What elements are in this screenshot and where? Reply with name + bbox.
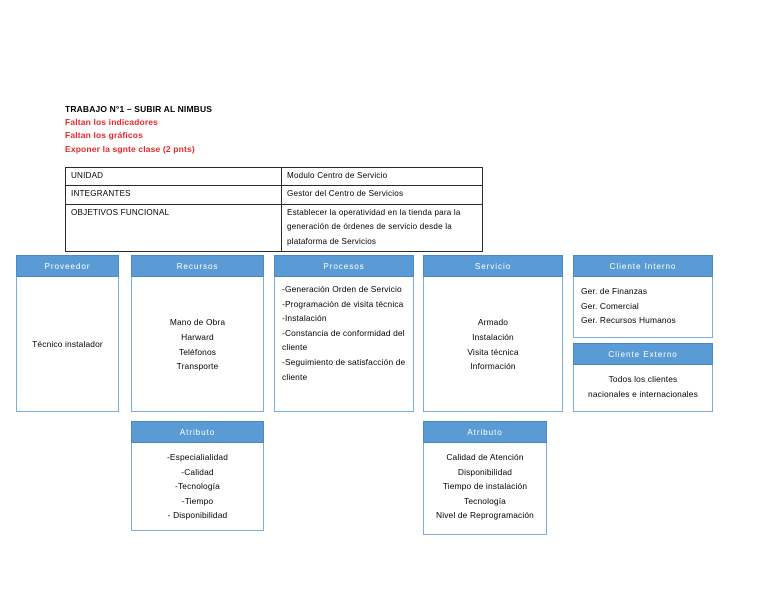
- flow-box-item: Ger. Recursos Humanos: [581, 315, 676, 326]
- flow-box-item: Teléfonos: [178, 346, 217, 357]
- flow-box-item: nacionales e internacionales: [588, 388, 698, 399]
- flow-box-header: Cliente Externo: [573, 343, 713, 365]
- table-cell-value: Gestor del Centro de Servicios: [281, 185, 483, 205]
- document-title: TRABAJO N°1 – SUBIR AL NIMBUS: [65, 104, 213, 114]
- flow-box-header: Procesos: [274, 255, 414, 277]
- flow-box-item: Nivel de Reprogramación: [436, 510, 534, 521]
- flow-box-proveedor: Proveedor Técnico instalador: [16, 255, 119, 412]
- flow-box-procesos: Procesos -Generación Orden de Servicio -P…: [274, 255, 414, 412]
- note-line-2: Faltan los gráficos: [65, 130, 143, 141]
- table-cell-label: OBJETIVOS FUNCIONAL: [65, 203, 282, 253]
- flow-box-body: -Especialialidad -Calidad -Tecnología -Tiem…: [131, 443, 264, 531]
- flow-box-item: Ger. de Finanzas: [581, 286, 648, 296]
- flow-box-header: Atributo: [131, 421, 264, 443]
- flow-box-header: Proveedor: [16, 255, 119, 277]
- table-row: OBJETIVOS FUNCIONAL Establecer la operat…: [65, 203, 483, 253]
- flow-box-item: - Disponibilidad: [167, 510, 228, 521]
- flow-box-item: Transporte: [176, 361, 219, 372]
- flow-box-item: -Constancia de conformidad del cliente: [282, 327, 405, 353]
- flow-box-header: Servicio: [423, 255, 563, 277]
- flow-box-item: Calidad de Atención: [446, 452, 524, 462]
- flow-box-item: -Calidad: [181, 466, 214, 477]
- flow-box-item: -Tiempo: [181, 495, 214, 506]
- flow-box-item: Tiempo de instalación: [442, 481, 528, 492]
- flow-box-header: Recursos: [131, 255, 264, 277]
- flow-box-item: -Programación de visita técnica: [282, 298, 404, 309]
- flow-box-body: Todos los clientes nacionales e internaci…: [573, 365, 713, 412]
- flow-box-item: Todos los clientes: [608, 374, 678, 384]
- flow-box-item: -Generación Orden de Servicio: [282, 284, 402, 294]
- flow-box-body: -Generación Orden de Servicio -Programaci…: [274, 277, 414, 412]
- flow-box-item: Mano de Obra: [169, 317, 226, 328]
- flow-box-item: -Instalación: [282, 313, 327, 324]
- table-cell-label: INTEGRANTES: [65, 185, 282, 205]
- heading-block: TRABAJO N°1 – SUBIR AL NIMBUS Faltan los…: [65, 103, 485, 156]
- flow-box-item: Visita técnica: [467, 346, 519, 357]
- note-line-3: Exponer la sgnte clase (2 pnts): [65, 143, 195, 154]
- flow-box-item: Técnico instalador: [32, 339, 103, 350]
- table-cell-label: UNIDAD: [65, 166, 282, 187]
- flow-box-item: Ger. Comercial: [581, 300, 639, 311]
- table-cell-value: Modulo Centro de Servicio: [281, 166, 483, 187]
- flow-box-item: Instalación: [472, 331, 514, 342]
- flow-box-item: Harward: [181, 331, 214, 342]
- flow-box-item: Tecnología: [463, 495, 506, 506]
- flow-box-body: Técnico instalador: [16, 277, 119, 412]
- flow-box-cliente-externo: Cliente Externo Todos los clientes nacion…: [573, 343, 713, 412]
- table-row: UNIDAD Modulo Centro de Servicio: [65, 166, 483, 187]
- flow-box-atributo-recursos: Atributo -Especialialidad -Calidad -Tecnol…: [131, 421, 264, 531]
- flow-box-item: -Tecnología: [175, 481, 220, 492]
- flow-box-item: Armado: [477, 317, 509, 328]
- flow-box-item: Información: [470, 361, 516, 372]
- flow-box-header: Cliente Interno: [573, 255, 713, 277]
- flow-box-item: -Seguimiento de satisfacción de cliente: [282, 356, 406, 382]
- flow-box-item: Disponibilidad: [457, 466, 513, 477]
- flow-box-header: Atributo: [423, 421, 547, 443]
- table-cell-value: Establecer la operatividad en la tienda …: [281, 203, 483, 253]
- flow-box-item: -Especialialidad: [166, 452, 229, 462]
- unit-info-table: UNIDAD Modulo Centro de Servicio INTEGRA…: [65, 166, 483, 253]
- table-row: INTEGRANTES Gestor del Centro de Servici…: [65, 185, 483, 205]
- note-line-1: Faltan los indicadores: [65, 117, 159, 128]
